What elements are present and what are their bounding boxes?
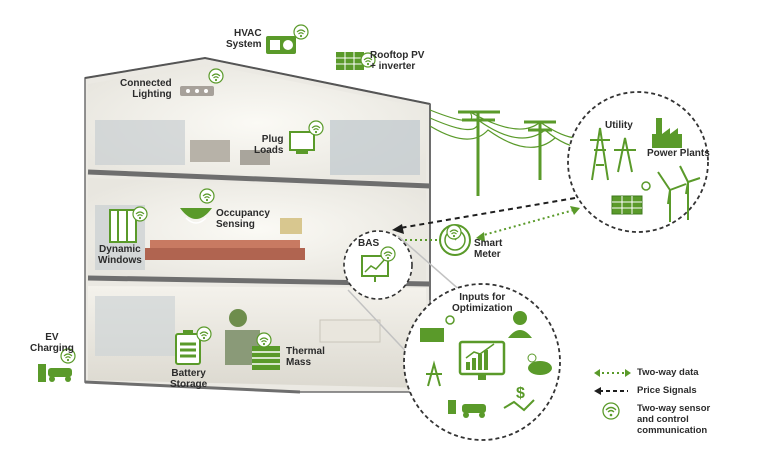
- inputs-label-line1: Inputs for: [459, 292, 506, 303]
- sun-icon: [641, 181, 651, 191]
- ev-charging-label: EV Charging: [30, 332, 74, 354]
- legend: [590, 358, 758, 440]
- ev-charging-label-line2: Charging: [30, 343, 74, 354]
- inputs-label-line2: Optimization: [452, 303, 513, 314]
- sun-icon: [445, 315, 455, 325]
- transmission-tower-icon: [590, 127, 636, 181]
- thermal-mass-label-line2: Mass: [286, 357, 312, 368]
- person-icon: [508, 311, 532, 338]
- rooftop-pv-label-line2: + inverter: [370, 61, 416, 72]
- power-plants-label: Power Plants: [647, 148, 710, 159]
- wifi-icon: [60, 348, 76, 364]
- smart-meter-label-line1: Smart: [474, 238, 503, 249]
- factory-icon: [652, 118, 682, 148]
- wifi-icon: [446, 224, 462, 240]
- wifi-badges: [60, 24, 462, 364]
- dynamic-windows-icon: [109, 209, 137, 243]
- wifi-icon: [208, 68, 224, 84]
- utility-pole: [524, 120, 556, 180]
- hvac-label: HVAC System: [226, 28, 262, 50]
- occupancy-sensing-label-line2: Sensing: [216, 219, 255, 230]
- floor-3: [88, 64, 426, 182]
- ev-charger-icon: [448, 400, 486, 418]
- dynamic-windows-label: Dynamic Windows: [98, 244, 142, 266]
- rooftop-pv-icon: [336, 52, 364, 70]
- plug-loads-label: Plug Loads: [254, 134, 283, 156]
- smart-meter-label: Smart Meter: [474, 238, 502, 260]
- legend-sensor-comm-line1: Two-way sensor: [637, 403, 711, 414]
- wifi-icon: [360, 52, 376, 68]
- thermal-mass-label-line1: Thermal: [286, 346, 325, 357]
- legend-sensor-comm-line3: communication: [637, 425, 708, 436]
- wind-turbine-icon: [657, 165, 701, 222]
- floor-1: [88, 286, 426, 388]
- wifi-icon: [196, 326, 212, 342]
- conference-table: [145, 248, 305, 260]
- solar-panel-icon: [420, 328, 444, 342]
- price-signal-arrow: [392, 197, 576, 234]
- connected-lighting-label-line1: Connected: [120, 78, 172, 89]
- dynamic-windows-label-line1: Dynamic: [99, 244, 141, 255]
- utility-label: Utility: [605, 120, 633, 131]
- two-way-data-arrows: [400, 209, 575, 241]
- battery-storage-icon: [175, 330, 201, 365]
- battery-storage-label: Battery Storage: [170, 368, 207, 390]
- bas-group: [343, 230, 413, 300]
- dynamic-windows-label-line2: Windows: [98, 255, 142, 266]
- network-icon: [503, 399, 535, 412]
- ev-charging-label-line1: EV: [45, 332, 59, 343]
- thermal-mass-icon: [252, 346, 280, 370]
- solar-panel-icon: [611, 181, 651, 215]
- inputs-for-optimization-label: Inputs for Optimization: [452, 292, 513, 314]
- transmission-tower-icon: [426, 360, 442, 387]
- wifi-icon: [380, 246, 396, 262]
- connected-lighting-icon: [180, 86, 214, 96]
- legend-sensor-comm: Two-way sensor and control communication: [637, 403, 710, 436]
- wifi-icon: [308, 120, 324, 136]
- utility-circle: [567, 91, 709, 233]
- building: [84, 56, 431, 394]
- battery-storage-label-line2: Storage: [170, 379, 208, 390]
- inputs-group: $: [403, 283, 561, 441]
- smart-meter-label-line2: Meter: [474, 249, 501, 260]
- wifi-icon: [199, 188, 215, 204]
- battery-storage-label-line1: Battery: [171, 368, 206, 379]
- occupancy-sensor-icon: [180, 208, 212, 224]
- bas-label: BAS: [358, 238, 380, 249]
- legend-sensor-comm-line2: and control: [637, 414, 689, 425]
- utility-group: [567, 91, 709, 233]
- bas-connector: [347, 289, 415, 361]
- wifi-icon: [293, 24, 309, 40]
- legend-price-signals: Price Signals: [637, 385, 697, 396]
- connected-lighting-label-line2: Lighting: [132, 89, 172, 100]
- hvac-label-line2: System: [226, 39, 262, 50]
- utility-pole: [458, 110, 500, 196]
- weather-icon: [527, 353, 552, 375]
- thermal-mass-label: Thermal Mass: [286, 346, 325, 368]
- plug-loads-icon: [289, 131, 315, 154]
- legend-wifi-icon: [602, 402, 620, 420]
- plug-loads-label-line1: Plug: [261, 134, 284, 145]
- legend-two-way-data: Two-way data: [637, 367, 699, 378]
- occupancy-sensing-label-line1: Occupancy: [216, 208, 270, 219]
- wifi-icon: [132, 206, 148, 222]
- rooftop-pv-label-line1: Rooftop PV: [370, 50, 425, 61]
- hvac-icon: [266, 36, 296, 54]
- connected-lighting-label: Connected Lighting: [120, 78, 172, 100]
- hvac-label-line1: HVAC: [233, 28, 262, 39]
- occupancy-sensing-label: Occupancy Sensing: [216, 208, 270, 230]
- plug-loads-label-line2: Loads: [254, 145, 284, 156]
- ev-charging-icon: [38, 364, 72, 382]
- rooftop-pv-label: Rooftop PV + inverter: [370, 50, 424, 72]
- wifi-icon: [256, 332, 272, 348]
- dollar-icon: $: [516, 385, 525, 402]
